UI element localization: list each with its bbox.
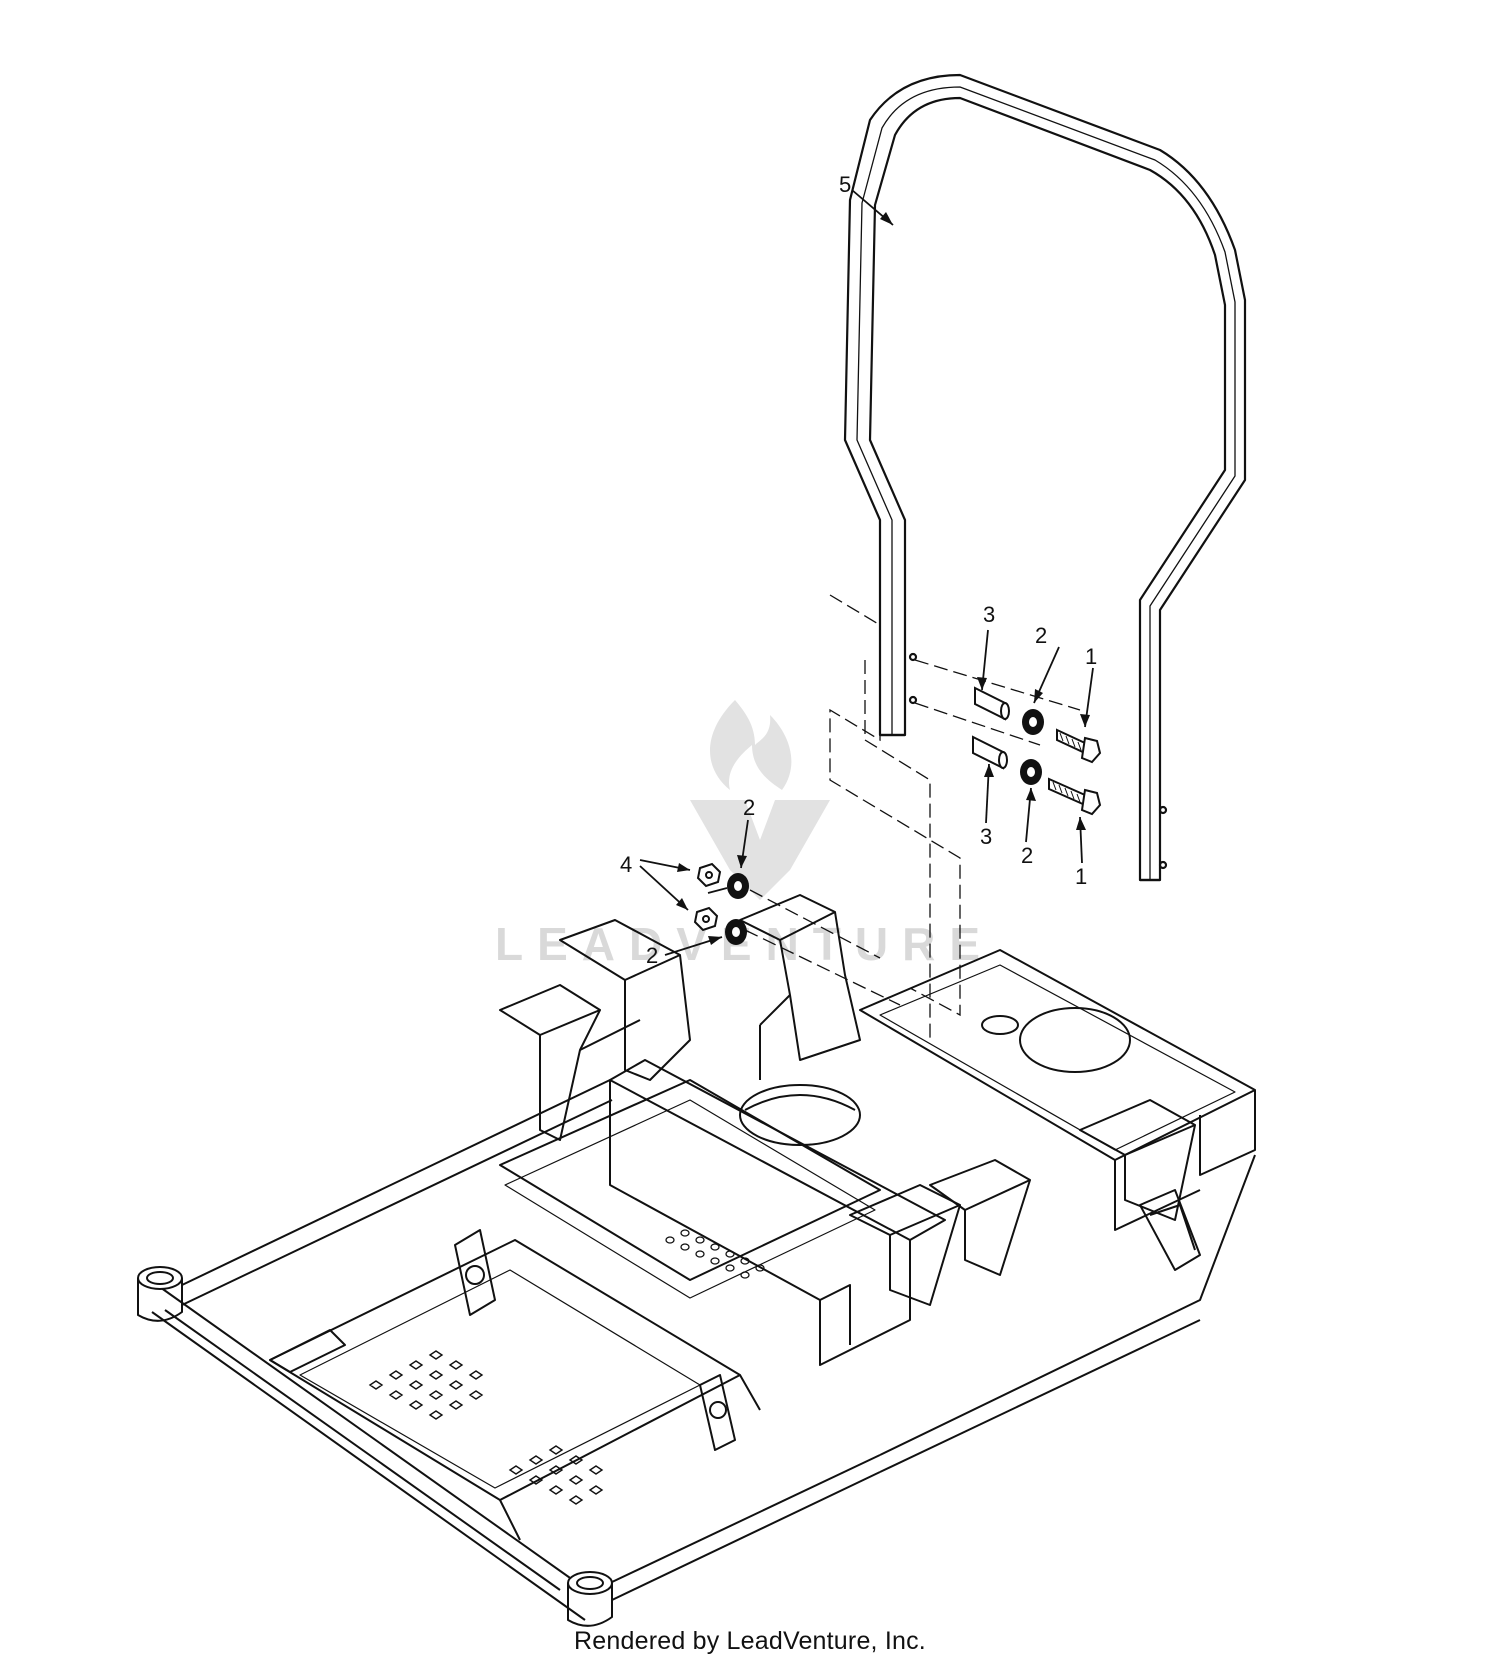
washer-lower-right [1020, 759, 1042, 785]
seat-plate-holes [665, 1229, 765, 1279]
callouts: 5 3 2 1 3 2 1 2 4 2 [620, 172, 1097, 968]
spacer-upper [974, 686, 1010, 721]
alignment-lines [744, 594, 1081, 1040]
callout-4: 4 [620, 852, 632, 877]
washer-upper-right [1022, 709, 1044, 735]
callout-3-upper: 3 [983, 602, 995, 627]
nut-upper [696, 862, 722, 888]
washer-left-lower [725, 919, 747, 945]
spacer-lower [972, 735, 1008, 770]
callout-2-lower: 2 [1021, 843, 1033, 868]
washer-left-upper [727, 873, 749, 899]
bolt-lower [1048, 777, 1102, 816]
leader-arrowheads [676, 212, 1090, 945]
callout-3-lower: 3 [980, 824, 992, 849]
callout-1-upper: 1 [1085, 644, 1097, 669]
callout-2-left-upper: 2 [743, 795, 755, 820]
roll-bar [843, 73, 1247, 882]
bolt-upper [1056, 728, 1102, 764]
leader-lines [639, 189, 1094, 956]
callout-2-upper: 2 [1035, 623, 1047, 648]
callout-5: 5 [839, 172, 851, 197]
watermark-logo [690, 700, 830, 900]
nut-lower [693, 906, 719, 932]
grip-pattern [368, 1350, 604, 1505]
chassis-frame [137, 894, 1256, 1627]
callout-1-lower: 1 [1075, 864, 1087, 889]
callout-2-left-lower: 2 [646, 943, 658, 968]
render-credit: Rendered by LeadVenture, Inc. [574, 1627, 926, 1655]
